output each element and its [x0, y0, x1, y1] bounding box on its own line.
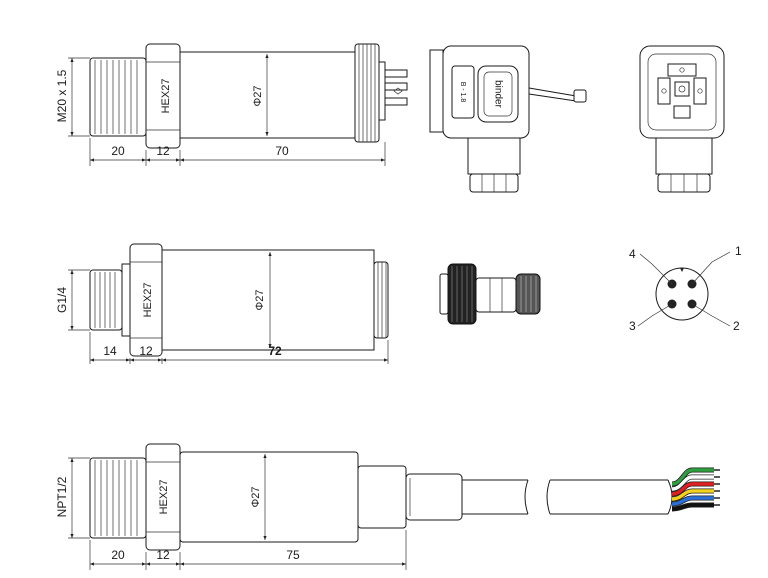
row2-pin-layout: 1 2 3 4: [629, 244, 742, 333]
row3-dim-body: 75: [286, 548, 300, 562]
row1-thread: [89, 57, 147, 137]
row1-connector-side-mark: B - 1.8: [459, 82, 466, 103]
row1-dim-thread: 20: [111, 144, 125, 158]
row1-hex-label: HEX27: [160, 79, 172, 114]
wire: [671, 503, 714, 511]
row1-body: Φ27: [179, 51, 356, 139]
row1-hex: HEX27: [145, 43, 181, 149]
row1-diameter-label: Φ27: [252, 85, 264, 106]
pin-label-1: 1: [735, 244, 742, 258]
row2-thread-label: G1/4: [55, 287, 69, 313]
wire: [671, 475, 714, 491]
row2-body: Φ27: [161, 249, 375, 351]
row3-hex: HEX27: [145, 443, 181, 551]
row1-contact-pattern: [657, 63, 707, 119]
row3-diameter-label: Φ27: [250, 486, 262, 507]
row2-plug: [439, 263, 541, 325]
row1-connector-side-view: B - 1.8 binder: [429, 45, 587, 193]
pin-label-4: 4: [629, 247, 636, 261]
wire: [671, 482, 714, 496]
row3-wires: [671, 467, 720, 512]
row1-thread-label: M20 x 1.5: [55, 69, 69, 122]
row2-dim-thread: 14: [103, 344, 117, 358]
row2-dim-body: 72: [268, 344, 282, 358]
row2-dim-hex: 12: [139, 344, 153, 358]
row3-body: Φ27: [179, 451, 359, 543]
row3-thread: [89, 457, 147, 539]
row2-dimensions: 14 12 72: [89, 332, 389, 364]
wire: [671, 468, 714, 486]
row3-thread-label: NPT1/2: [55, 476, 69, 517]
wire: [671, 496, 714, 506]
row1-connector-front-view: [639, 45, 725, 193]
row1-connector-brand: binder: [492, 80, 503, 108]
pin-label-3: 3: [629, 319, 636, 333]
row3-sensor: HEX27 Φ27 NPT1/2: [55, 443, 720, 570]
row3-dimensions: 20 12 75: [89, 530, 407, 570]
row1-dim-hex: 12: [156, 144, 170, 158]
row3-dim-thread: 20: [111, 548, 125, 562]
row2-connector-end: [373, 261, 389, 339]
row2-hex-label: HEX27: [142, 283, 154, 318]
pin-label-2: 2: [733, 319, 740, 333]
row2-diameter-label: Φ27: [254, 289, 266, 310]
row2-sensor: HEX27 Φ27 G1/4 14 12 72: [55, 243, 389, 364]
row1-sensor: HEX27 Φ27 M20 x 1.5: [55, 43, 408, 166]
row1-connector-flange: [354, 43, 408, 143]
row1-dimensions: 20 12 70: [89, 138, 386, 166]
wire: [671, 489, 714, 501]
row3-cable-gland: [357, 465, 463, 529]
row3-hex-label: HEX27: [158, 480, 170, 515]
row1-dim-body: 70: [275, 144, 289, 158]
row3-cable: [462, 479, 673, 515]
row2-thread: [89, 263, 131, 337]
row2-hex: HEX27: [129, 243, 163, 357]
row3-dim-hex: 12: [156, 548, 170, 562]
